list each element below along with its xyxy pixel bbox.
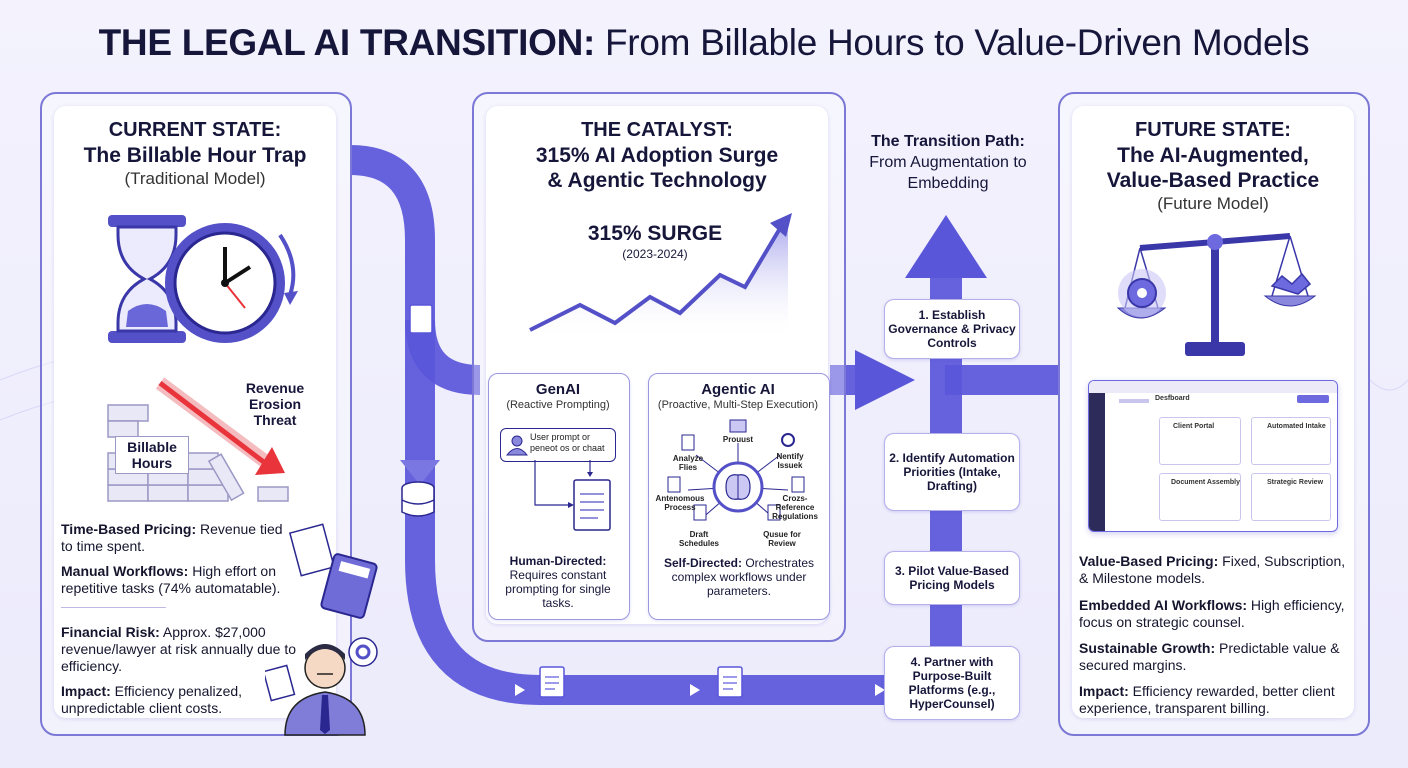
agentic-node: Prouust [722,435,754,444]
genai-desc: Human-Directed: Requires constant prompt… [505,554,611,610]
calculator-icon [320,553,378,619]
current-heading: CURRENT STATE: [108,119,282,141]
hourglass-icon [108,215,186,343]
agentic-node: Draft Schedules [678,530,719,548]
agentic-desc: Self-Directed: Orchestrates complex work… [663,556,815,598]
catalyst-heading: THE CATALYST: [581,119,733,141]
transition-heading: The Transition Path: [871,133,1025,150]
page-title: THE LEGAL AI TRANSITION: From Billable H… [98,22,1310,63]
dashboard-card: Client Portal [1173,423,1215,430]
agentic-node: Antenomous Process [655,494,705,512]
current-subtitle: (Traditional Model) [124,169,266,188]
gear-icon [348,637,378,667]
surge-years: (2023-2024) [622,247,688,261]
future-subtitle: (Future Model) [1157,194,1269,213]
prompt-text: User prompt or peneot os or chaat [530,432,605,453]
genai-flow [534,460,611,531]
surge-value: 315% SURGE [587,222,723,245]
billable-hours-label: Billable Hours [115,436,189,474]
handshake-icon [1270,272,1312,295]
future-item-embedded-ai: Embedded AI Workflows: High efficiency, … [1079,597,1345,630]
document-icon [288,523,336,577]
scale-illustration [1116,233,1317,356]
clock-icon [165,223,298,343]
surge-line [529,218,787,332]
transition-subheading: From Augmentation to Embedding [869,154,1027,192]
dashboard-mockup: Desfboard Client Portal Automated Intake… [1088,380,1338,532]
future-item-value-pricing: Value-Based Pricing: Fixed, Subscription… [1079,553,1346,586]
database-icon [401,481,435,517]
future-heading: FUTURE STATE: [1135,119,1291,141]
agentic-subtitle: (Proactive, Multi-Step Execution) [657,399,819,411]
current-item-manual-workflows: Manual Workflows: High effort on repetit… [61,563,281,596]
transition-step-3: 3. Pilot Value-Based Pricing Models [884,551,1020,605]
future-item-impact: Impact: Efficiency rewarded, better clie… [1079,683,1335,716]
agentic-node: Nentify Issuek [776,452,804,470]
current-item-financial-risk: Financial Risk: Approx. $27,000 revenue/… [61,624,297,674]
brain-icon [712,461,764,513]
current-heading-main: The Billable Hour Trap [83,144,307,167]
calculator-lawyer-illustration [265,523,378,736]
gear-icon [1118,269,1166,317]
dashboard-card: Automated Intake [1267,423,1326,430]
agentic-node: Qusue for Review [763,530,801,548]
future-heading-main: The AI-Augmented, [1117,144,1309,167]
agentic-network [667,419,805,521]
dashboard-card: Document Assembly [1171,479,1240,486]
upward-arrow-icon [770,213,792,237]
dashboard-header: Desfboard [1155,395,1190,402]
catalyst-heading-main: 315% AI Adoption Surge [535,144,779,167]
hourglass-clock-illustration [108,215,298,343]
revenue-erosion-label: Revenue Erosion Threat [245,380,305,428]
dashboard-card: Strategic Review [1267,479,1324,486]
genai-subtitle: (Reactive Prompting) [506,399,610,411]
divider [61,607,166,608]
transition-step-2: 2. Identify Automation Priorities (Intak… [884,433,1020,511]
document-icon [573,479,611,531]
current-item-time-pricing: Time-Based Pricing: Revenue tied to time… [61,521,283,554]
transition-step-4: 4. Partner with Purpose-Built Platforms … [884,646,1020,720]
scale-icon [1116,233,1317,356]
catalyst-heading-main-2: & Agentic Technology [547,169,767,192]
future-heading-main-2: Value-Based Practice [1106,169,1320,192]
agentic-title: Agentic AI [701,381,775,398]
genai-title: GenAI [535,381,581,398]
user-icon [505,435,529,456]
transition-step-1: 1. Establish Governance & Privacy Contro… [884,299,1020,359]
surge-chart [529,213,792,340]
lawyer-avatar-icon [284,644,366,736]
future-item-sustainable-growth: Sustainable Growth: Predictable value & … [1079,640,1340,673]
agentic-node: Crozs-Reference Regulations [772,494,818,521]
agentic-node: Analyze Flies [672,454,704,472]
current-item-impact: Impact: Efficiency penalized, unpredicta… [61,683,243,716]
